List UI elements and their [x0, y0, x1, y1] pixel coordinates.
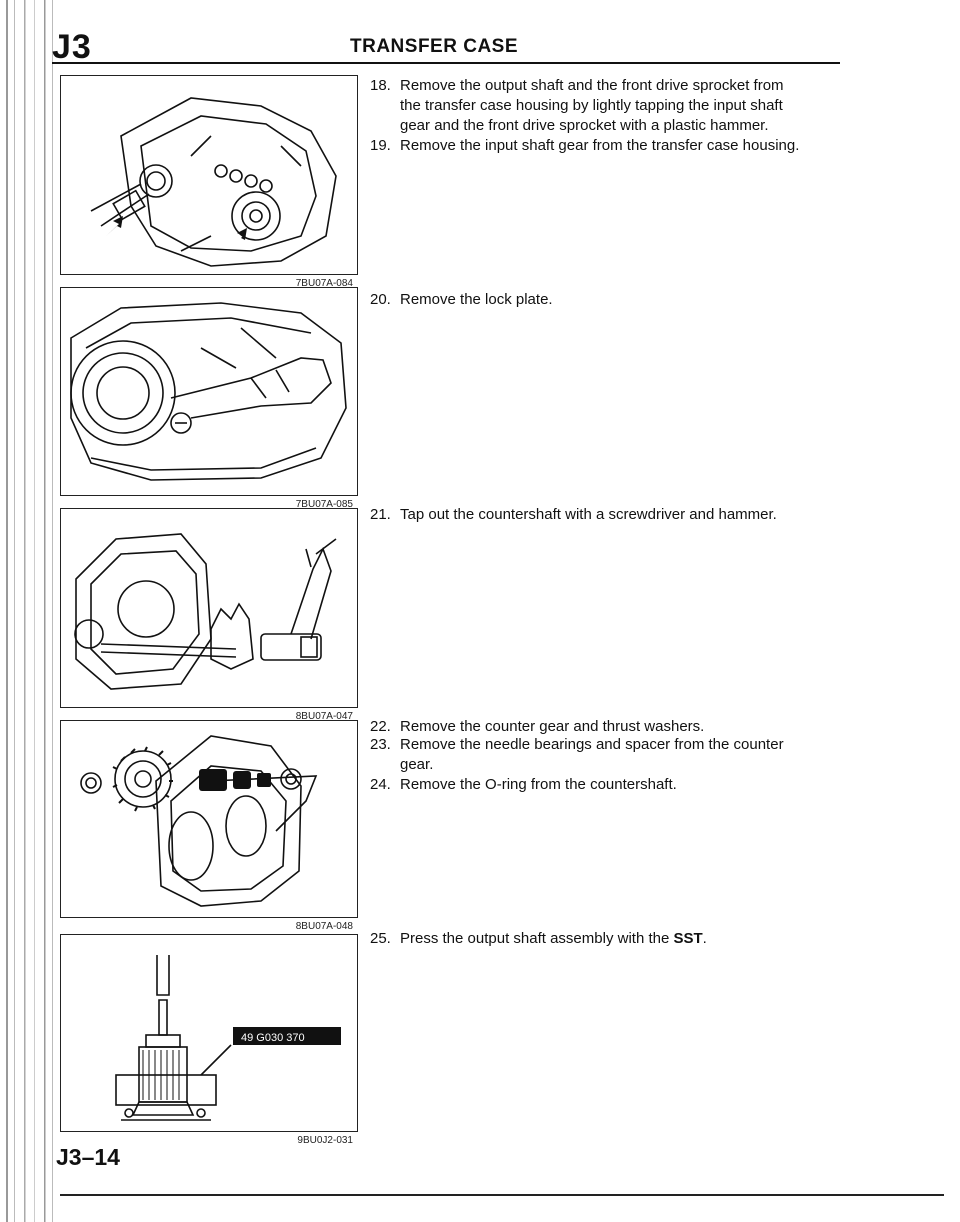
figure-4: 8BU07A-048: [60, 720, 358, 932]
figure-2: 7BU07A-085: [60, 287, 358, 510]
step-text: Remove the lock plate.: [400, 291, 553, 308]
step-text: gear.: [400, 756, 434, 773]
step-number: 19.: [370, 137, 391, 154]
step-number: 22.: [370, 718, 391, 735]
figure-code: 8BU07A-047: [295, 711, 353, 722]
step-number: 25.: [370, 930, 391, 947]
step-text: Remove the input shaft gear from the tra…: [400, 137, 800, 154]
figure-code: 7BU07A-084: [295, 278, 353, 289]
step-18: 18. Remove the output shaft and the front…: [370, 76, 830, 136]
figure-code: 9BU0J2-031: [297, 1135, 353, 1146]
sst-emphasis: SST: [673, 930, 703, 947]
figure-5: 49 G030 370 9BU0J2-031: [60, 934, 358, 1146]
step-25: 25. Press the output shaft assembly with …: [370, 929, 830, 949]
step-24: 24. Remove the O-ring from the countersha…: [370, 775, 830, 795]
sst-tool-label: 49 G030 370: [241, 1032, 305, 1044]
step-number: 18.: [370, 77, 391, 94]
output-shaft-press-illustration: 49 G030 370: [115, 955, 341, 1121]
transfer-case-output-shaft-illustration: [90, 97, 337, 267]
section-code: J3: [52, 28, 92, 66]
step-22: 22. Remove the counter gear and thrust wa…: [370, 717, 830, 737]
counter-gear-removal-illustration: [80, 735, 318, 907]
step-20: 20. Remove the lock plate.: [370, 290, 830, 310]
step-text: Remove the counter gear and thrust washe…: [400, 718, 705, 735]
step-text: Press the output shaft assembly with the: [400, 930, 670, 947]
figure-code: 8BU07A-048: [295, 921, 353, 932]
figure-code: 7BU07A-085: [295, 499, 353, 510]
step-number: 21.: [370, 506, 391, 523]
footer-divider: [60, 1194, 944, 1196]
step-number: 24.: [370, 776, 391, 793]
step-23: 23. Remove the needle bearings and spacer…: [370, 735, 830, 775]
figure-3: 8BU07A-047: [60, 508, 358, 722]
lock-plate-removal-illustration: [70, 302, 347, 481]
page-number: J3–14: [56, 1144, 120, 1170]
step-text: Remove the O-ring from the countershaft.: [400, 776, 677, 793]
binding-edge: [6, 0, 53, 1222]
countershaft-tap-out-illustration: [74, 533, 337, 690]
step-number: 23.: [370, 736, 391, 753]
step-text: Remove the output shaft and the front dr…: [400, 77, 784, 94]
step-21: 21. Tap out the countershaft with a screw…: [370, 505, 830, 525]
step-19: 19. Remove the input shaft gear from the …: [370, 136, 830, 156]
step-text: the transfer case housing by lightly tap…: [400, 97, 783, 114]
page-title: TRANSFER CASE: [350, 36, 519, 57]
figure-1: 7BU07A-084: [60, 75, 358, 289]
step-text: Tap out the countershaft with a screwdri…: [400, 506, 777, 523]
step-text: Remove the needle bearings and spacer fr…: [400, 736, 784, 753]
header-divider: [52, 62, 840, 64]
step-number: 20.: [370, 291, 391, 308]
step-text-end: .: [702, 930, 707, 947]
step-text: gear and the front drive sprocket with a…: [400, 117, 769, 134]
